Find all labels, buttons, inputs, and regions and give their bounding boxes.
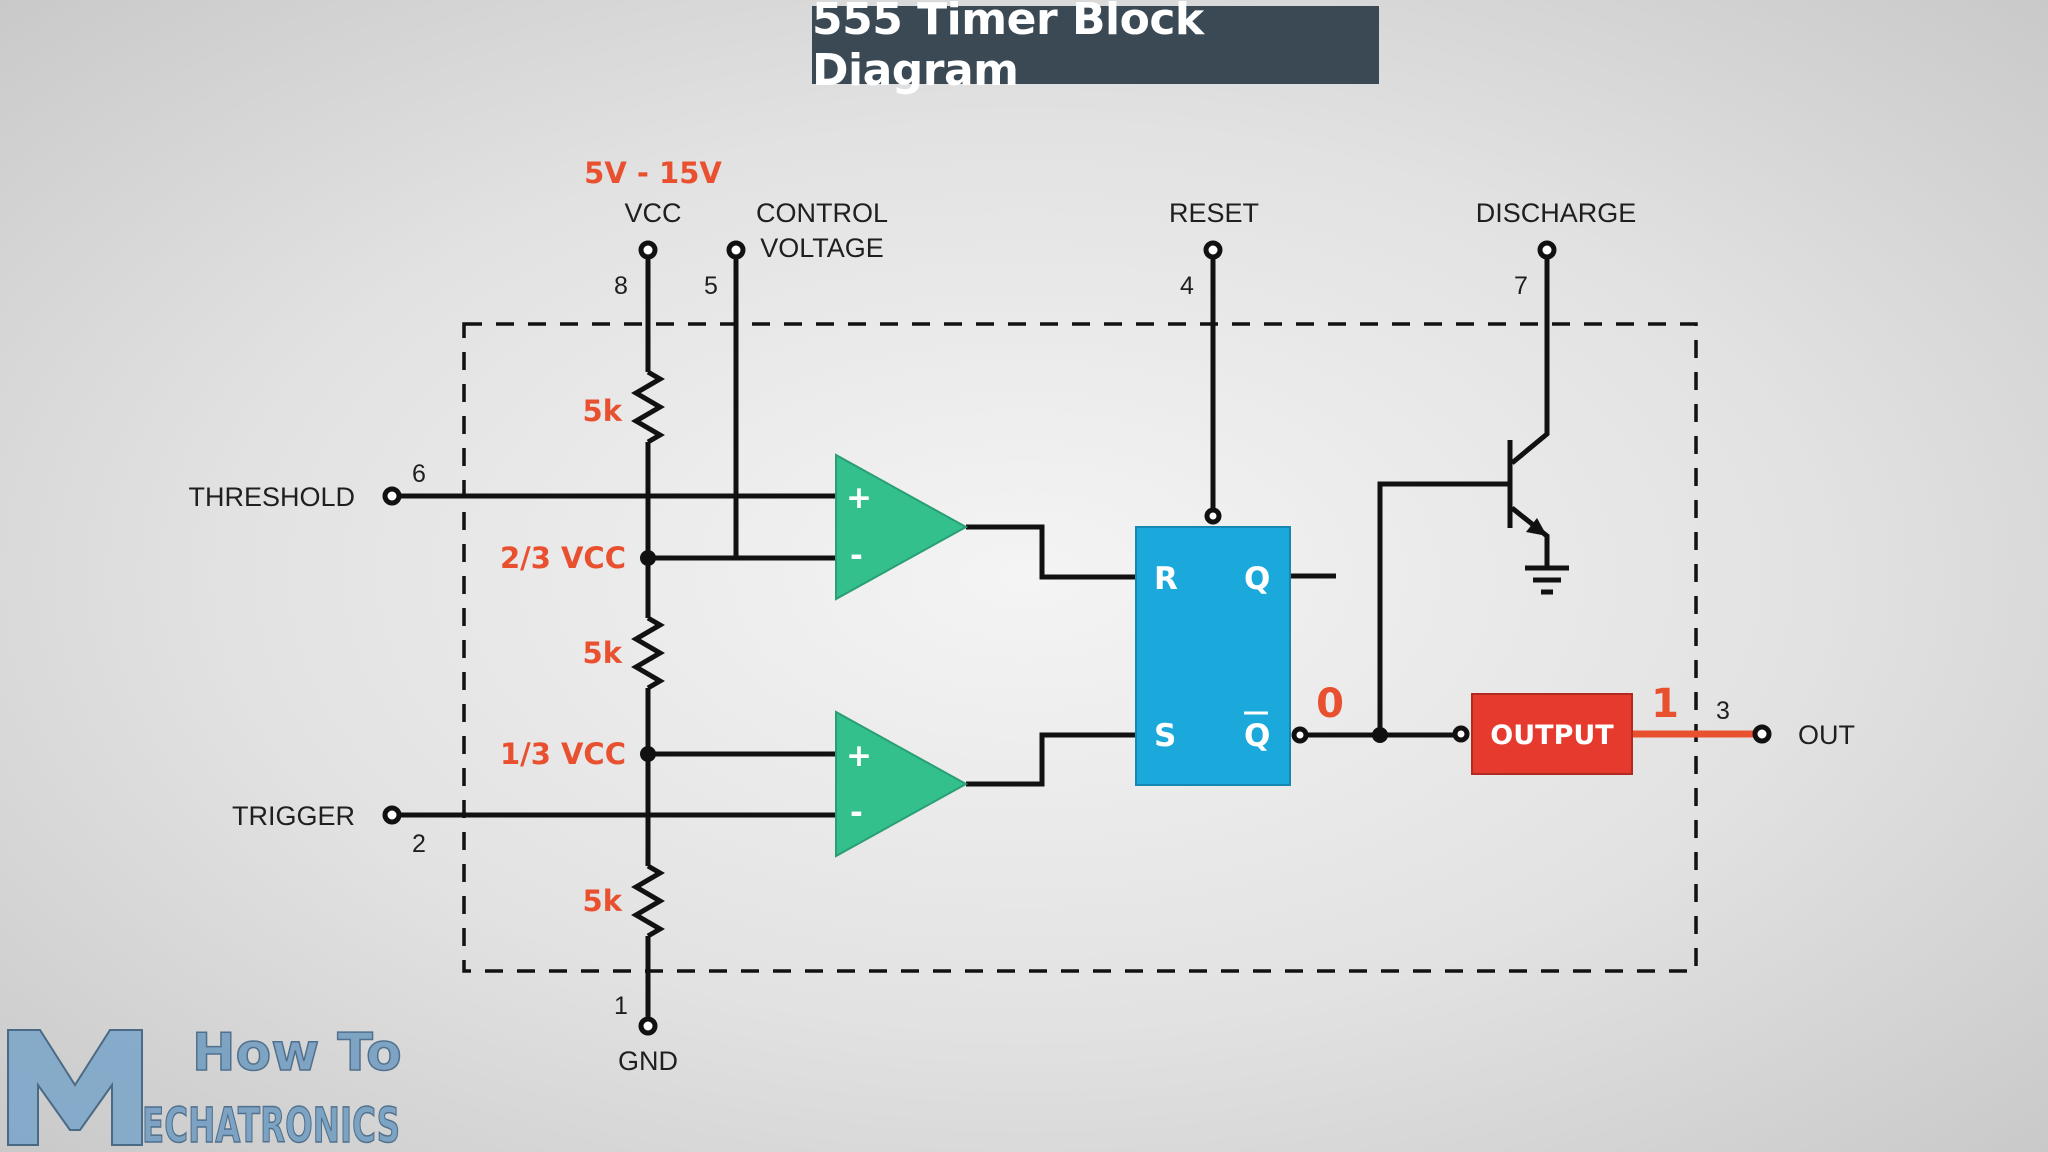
pin-number-5: 5: [704, 272, 718, 300]
gnd-terminal: [638, 1016, 658, 1036]
output-block: [1471, 693, 1633, 775]
qbar-state-label: 0: [1316, 681, 1344, 727]
vcc-terminal: [638, 240, 658, 260]
pin-number-3: 3: [1716, 697, 1730, 725]
out-terminal: [1752, 724, 1772, 744]
logo-line2: ECHATRONICS: [142, 1098, 400, 1152]
control-label-line2: VOLTAGE: [760, 233, 884, 263]
pin-number-6: 6: [412, 460, 426, 488]
ff-s-label: S: [1154, 718, 1176, 754]
discharge-terminal: [1537, 240, 1557, 260]
transistor-base-wire: [1377, 481, 1508, 735]
upper-comp-minus: -: [850, 538, 863, 574]
logo-m-glyph: [7, 1029, 143, 1146]
upper-comp-plus: +: [846, 480, 872, 516]
ff-r-label: R: [1154, 561, 1178, 597]
reset-terminal: [1203, 240, 1223, 260]
gnd-label: GND: [618, 1046, 678, 1076]
pin-number-1: 1: [614, 992, 628, 1020]
qbar-bubble: [1291, 726, 1309, 744]
qbar-junction: [1372, 727, 1388, 743]
vcc-label: VCC: [624, 198, 681, 228]
out-label: OUT: [1798, 720, 1855, 750]
output-state-label: 1: [1651, 681, 1679, 727]
one-third-vcc-label: 1/3 VCC: [500, 737, 626, 771]
upper-comparator: [835, 453, 969, 601]
pin-number-4: 4: [1180, 272, 1194, 300]
ground-symbol: [1525, 565, 1569, 595]
reset-label: RESET: [1169, 198, 1259, 228]
ff-q-label: Q: [1244, 561, 1270, 597]
two-thirds-node: [640, 550, 656, 566]
resistor-r3: [631, 863, 665, 939]
r3-value: 5k: [583, 884, 623, 918]
ff-qbar-label: Q: [1244, 718, 1270, 754]
lower-comp-plus: +: [846, 738, 872, 774]
threshold-terminal: [382, 486, 402, 506]
pin-number-2: 2: [412, 830, 426, 858]
chip-boundary: [462, 322, 1698, 973]
lower-comp-to-s-wire: [966, 732, 1136, 787]
resistor-r2: [631, 615, 665, 691]
supply-voltage-label: 5V - 15V: [584, 156, 722, 190]
trigger-label: TRIGGER: [232, 801, 355, 831]
pin-number-7: 7: [1514, 272, 1528, 300]
howtomechatronics-logo: How To ECHATRONICS: [7, 1022, 402, 1152]
output-block-input: [1452, 725, 1470, 743]
two-thirds-vcc-label: 2/3 VCC: [500, 541, 626, 575]
output-block-label: OUTPUT: [1490, 720, 1614, 751]
logo-line1: How To: [192, 1023, 402, 1083]
discharge-label: DISCHARGE: [1476, 198, 1637, 228]
reset-ff-input: [1204, 507, 1222, 525]
upper-comp-to-r-wire: [966, 524, 1136, 580]
discharge-wire: [1510, 252, 1550, 465]
flip-flop: [1135, 526, 1291, 786]
lower-comp-minus: -: [850, 795, 863, 831]
one-third-node: [640, 746, 656, 762]
diagram-title: 555 Timer Block Diagram: [812, 0, 1379, 96]
resistor-r1: [631, 369, 665, 445]
transistor-emitter: [1510, 506, 1550, 566]
pin-number-8: 8: [614, 272, 628, 300]
emitter-arrow: [1526, 518, 1547, 536]
control-label-line1: CONTROL: [756, 198, 888, 228]
r2-value: 5k: [583, 636, 623, 670]
trigger-terminal: [382, 805, 402, 825]
lower-comparator: [835, 710, 969, 858]
control-terminal: [726, 240, 746, 260]
threshold-label: THRESHOLD: [188, 482, 355, 512]
r1-value: 5k: [583, 394, 623, 428]
